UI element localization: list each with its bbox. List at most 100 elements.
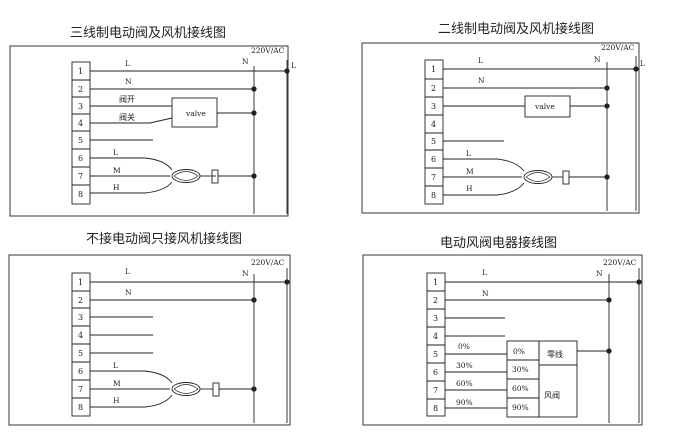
wire-l-label: L: [125, 59, 130, 68]
diagram-4-labels: 1 2 3 4 5 6 7 8 L N 0% 30% 60% 90% 0% 30…: [433, 258, 637, 413]
zero-line-label: 零线: [547, 349, 563, 359]
damper-30-label: 30%: [512, 365, 529, 374]
wire-90-label: 90%: [456, 398, 473, 407]
terminal-7: 7: [433, 386, 438, 395]
terminal-4: 4: [78, 331, 83, 340]
supply-n-label: N: [596, 269, 603, 278]
valve-open-label: 阀开: [119, 95, 135, 104]
terminal-5: 5: [78, 349, 83, 358]
valve-label: valve: [185, 109, 206, 118]
terminal-2: 2: [433, 296, 438, 305]
wire-l-label: L: [482, 268, 487, 277]
valve-box: [171, 97, 218, 128]
terminal-6: 6: [433, 368, 438, 377]
diagram-1-frame: [9, 45, 289, 217]
diagram-2-title: 二线制电动阀及风机接线图: [438, 22, 595, 37]
terminal-4: 4: [433, 332, 438, 341]
fan-icon-2: [523, 170, 553, 184]
fan-l-label: L: [466, 149, 471, 158]
wire-l-label: L: [125, 267, 130, 276]
damper-90-label: 90%: [512, 403, 529, 412]
valve-close-label: 阀关: [119, 112, 135, 122]
diagram-1-terminal-block: [71, 61, 91, 205]
fan-l-label: L: [113, 361, 118, 370]
terminal-6: 6: [78, 367, 83, 376]
terminal-4: 4: [78, 119, 83, 128]
terminal-2: 2: [431, 84, 436, 93]
fan-l-label: L: [113, 148, 118, 157]
diagram-4-title: 电动风阀电器接线图: [440, 236, 558, 251]
fan-m-label: M: [113, 379, 121, 388]
valve-box-2: [524, 95, 571, 118]
diagram-3-title: 不接电动阀只接风机接线图: [86, 232, 243, 247]
diagram-2-terminal-block: [424, 59, 444, 205]
wire-60-label: 60%: [456, 379, 473, 388]
terminal-3: 3: [433, 314, 438, 323]
wire-n-label: N: [482, 289, 489, 298]
fan-h-label: H: [113, 396, 120, 405]
terminal-3: 3: [78, 313, 83, 322]
terminal-6: 6: [78, 154, 83, 163]
terminal-1: 1: [78, 278, 83, 287]
diagram-4-frame: [362, 254, 643, 426]
supply-n-label: N: [242, 269, 249, 278]
terminal-5: 5: [78, 136, 83, 145]
diagram-3-frame: [8, 254, 291, 426]
diagram-4-terminal-block: [426, 272, 446, 417]
valve-label: valve: [534, 102, 555, 111]
fan-m-label: M: [466, 167, 474, 176]
supply-l-label: L: [640, 59, 645, 68]
terminal-5: 5: [431, 137, 436, 146]
damper-60-label: 60%: [512, 384, 529, 393]
diagram-2-frame: [361, 42, 640, 214]
terminal-7: 7: [78, 385, 83, 394]
terminal-8: 8: [78, 190, 83, 199]
diagram-4: [362, 254, 643, 426]
terminal-8: 8: [78, 403, 83, 412]
diagram-1-title: 三线制电动阀及风机接线图: [70, 26, 227, 41]
terminal-2: 2: [78, 85, 83, 94]
diagram-2-labels: 1 2 3 4 5 6 7 8 L N L M H valve 220V/AC …: [431, 43, 645, 200]
wire-n-label: N: [125, 77, 132, 86]
terminal-6: 6: [431, 155, 436, 164]
fan-icon-3: [171, 382, 201, 396]
terminal-5: 5: [433, 350, 438, 359]
supply-n-label: N: [242, 57, 249, 66]
diagram-3-labels: 1 2 3 4 5 6 7 8 L N L M H 220V/AC N: [78, 258, 285, 412]
supply-label: 220V/AC: [251, 46, 285, 55]
wire-n-label: N: [125, 288, 132, 297]
terminal-1: 1: [78, 67, 83, 76]
wire-n-label: N: [478, 76, 485, 85]
terminal-7: 7: [78, 172, 83, 181]
terminal-1: 1: [431, 65, 436, 74]
terminal-8: 8: [431, 191, 436, 200]
supply-label: 220V/AC: [601, 43, 635, 52]
diagram-1-labels: 1 2 3 4 5 6 7 8 L N 阀开 阀关 L M H valve 22…: [78, 46, 296, 199]
diagram-3-terminal-block: [71, 272, 91, 417]
fan-h-label: H: [466, 184, 473, 193]
diagram-3: [8, 254, 291, 426]
damper-box: [538, 340, 578, 418]
fan-m-label: M: [113, 166, 121, 175]
supply-label: 220V/AC: [251, 258, 285, 267]
supply-label: 220V/AC: [603, 258, 637, 267]
diagram-2: [361, 42, 640, 214]
terminal-4: 4: [431, 120, 436, 129]
terminal-2: 2: [78, 296, 83, 305]
fan-icon: [171, 169, 201, 183]
terminal-1: 1: [433, 278, 438, 287]
damper-0-label: 0%: [513, 347, 525, 356]
terminal-3: 3: [431, 102, 436, 111]
wire-l-label: L: [478, 56, 483, 65]
terminal-3: 3: [78, 102, 83, 111]
supply-l-label: L: [291, 61, 296, 70]
supply-n-label: N: [594, 55, 601, 64]
diagram-1: [9, 45, 290, 217]
terminal-7: 7: [431, 173, 436, 182]
wire-0-label: 0%: [458, 342, 470, 351]
fan-h-label: H: [113, 183, 120, 192]
damper-label: 风阀: [544, 391, 560, 400]
terminal-8: 8: [433, 404, 438, 413]
wire-30-label: 30%: [456, 361, 473, 370]
